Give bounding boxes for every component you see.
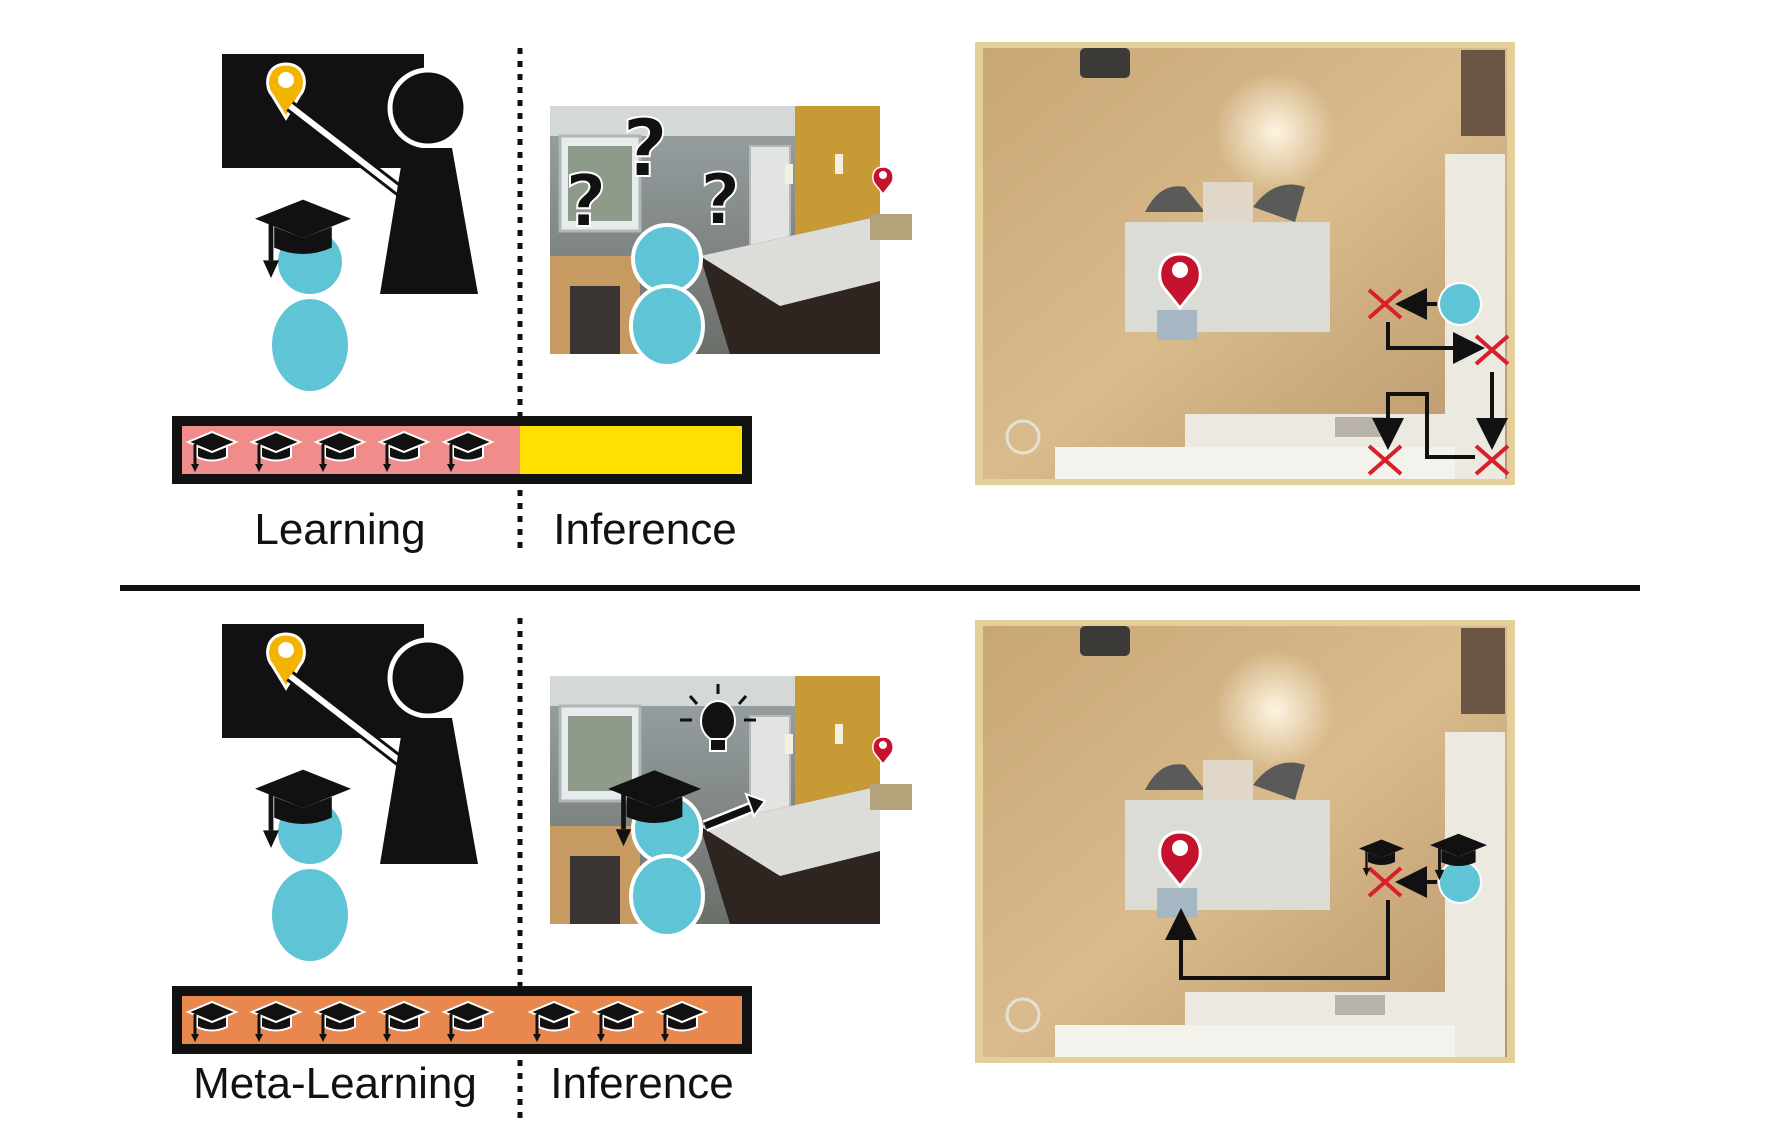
- bottom-panel: Meta-Learning Inference: [172, 618, 1517, 1125]
- top-train-label: Learning: [254, 505, 425, 554]
- agent-insight: [608, 770, 705, 938]
- adapted-route: [1165, 866, 1437, 980]
- question-mark-icon: ?: [565, 159, 607, 243]
- failed-route: [1372, 288, 1508, 459]
- agent-marker: [1438, 282, 1482, 326]
- bottom-infer-label: Inference: [550, 1059, 733, 1108]
- top-infer-label: Inference: [553, 505, 736, 554]
- light-bulb-icon: [680, 684, 756, 752]
- top-progress-bar: [172, 416, 752, 484]
- teacher-figure: [380, 637, 478, 864]
- question-mark-icon: ?: [622, 102, 668, 195]
- bottom-progress-bar: [172, 986, 752, 1054]
- student-figure: [255, 200, 351, 395]
- top-panel: ? ? ? Learning Inference: [172, 40, 1517, 555]
- room-map: [973, 618, 1517, 1065]
- arrow-icon: [702, 792, 767, 832]
- student-figure: [255, 770, 351, 965]
- kitchen-view: [548, 674, 912, 938]
- top-infer-segment: [520, 426, 742, 474]
- kitchen-view: ? ? ?: [548, 101, 912, 368]
- agent-marker: [1438, 860, 1482, 904]
- question-mark-icon: ?: [700, 159, 741, 241]
- room-map: [973, 40, 1517, 487]
- bottom-train-label: Meta-Learning: [193, 1059, 477, 1108]
- teacher-figure: [380, 67, 478, 294]
- agent-confused: [629, 223, 705, 368]
